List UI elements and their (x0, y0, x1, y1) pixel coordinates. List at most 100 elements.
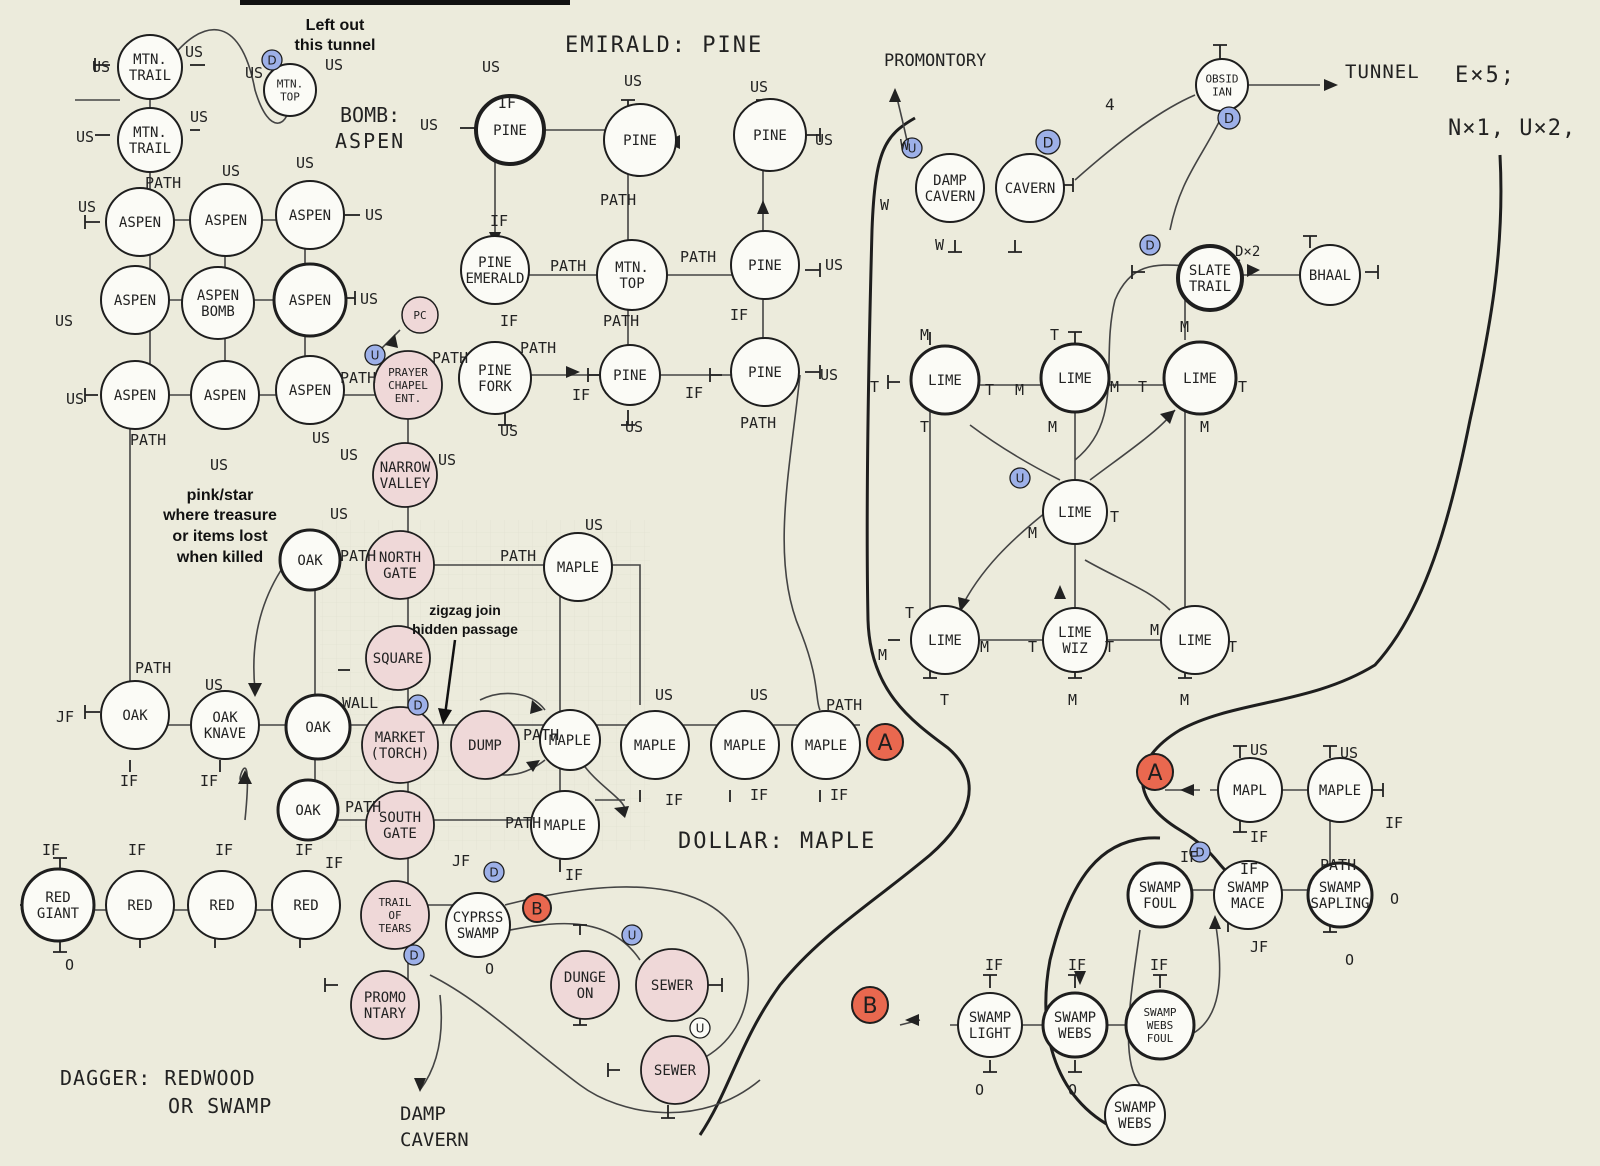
room-label: SLATE (1189, 263, 1231, 279)
exit-label: PATH (345, 798, 381, 816)
heading-emerald-pine: EMIRALD: PINE (565, 33, 763, 58)
room-aspen-a2[interactable] (189, 183, 263, 257)
room-slate-trail[interactable] (1176, 244, 1244, 312)
room-pine-5[interactable] (599, 344, 661, 406)
room-aspen-a1[interactable] (105, 187, 175, 257)
note-pink-1: pink/star (187, 487, 254, 504)
room-pine-4[interactable] (730, 230, 800, 300)
room-swamp-webs-foul[interactable] (1124, 989, 1196, 1061)
room-pine-fork[interactable] (458, 341, 532, 415)
room-label: MTN. (133, 52, 167, 68)
room-pine-6[interactable] (730, 337, 800, 407)
room-dump[interactable] (450, 710, 520, 780)
room-mtn-trail-2[interactable] (117, 107, 183, 173)
exit-label: T (905, 604, 914, 622)
room-lime-5[interactable] (1160, 605, 1230, 675)
exit-label: PATH (145, 174, 181, 192)
exit-label: US (185, 43, 203, 61)
room-dungeon[interactable] (550, 950, 620, 1020)
room-swamp-light[interactable] (957, 992, 1023, 1058)
room-narrow-valley[interactable] (372, 442, 438, 508)
room-red-3[interactable] (271, 870, 341, 940)
marker-u-damp (901, 137, 923, 159)
room-maple-low[interactable] (530, 790, 600, 860)
room-label: ASPEN (289, 383, 331, 399)
room-north-gate[interactable] (365, 530, 435, 600)
room-swamp-webs-1[interactable] (1041, 991, 1109, 1059)
room-maple-m3[interactable] (710, 710, 780, 780)
room-label: LIGHT (969, 1026, 1012, 1042)
marker-d-cavern (1035, 129, 1061, 155)
room-maple-east-2[interactable] (1307, 757, 1373, 823)
exit-label: M (1015, 381, 1024, 399)
room-maple-m1[interactable] (539, 709, 601, 771)
room-mtn-top-1[interactable] (263, 63, 317, 117)
room-aspen-b3[interactable] (272, 262, 348, 338)
room-promontory-room[interactable] (350, 970, 420, 1040)
marker-d-mtn (261, 49, 283, 71)
exit-label: IF (565, 866, 583, 884)
room-trail-of-tears[interactable] (360, 880, 430, 950)
exit-label: PATH (826, 696, 862, 714)
room-oak-4[interactable] (276, 778, 340, 842)
room-maple-top[interactable] (543, 532, 613, 602)
exit-label: IF (200, 772, 218, 790)
room-prayer-chapel[interactable] (373, 350, 443, 420)
room-bhaal[interactable] (1299, 244, 1361, 306)
room-maple-m4[interactable] (791, 710, 861, 780)
room-lime-center[interactable] (1042, 479, 1108, 545)
room-aspen-b1[interactable] (100, 265, 170, 335)
room-oak-3[interactable] (284, 693, 352, 761)
room-swamp-foul[interactable] (1126, 861, 1194, 929)
room-pine-3[interactable] (733, 98, 807, 172)
marker-letter: D (1195, 846, 1204, 860)
note-zigzag-2: hidden passage (412, 621, 518, 637)
room-oak-knave[interactable] (190, 690, 260, 760)
room-mtn-top-2[interactable] (596, 239, 668, 311)
exit-label: IF (215, 841, 233, 859)
room-market[interactable] (361, 706, 439, 784)
room-label: ASPEN (114, 293, 156, 309)
damp-cavern-2: CAVERN (400, 1129, 469, 1151)
room-pine-2[interactable] (603, 103, 677, 177)
room-mapl-east-1[interactable] (1217, 757, 1283, 823)
room-south-gate[interactable] (365, 790, 435, 860)
room-swamp-mace[interactable] (1213, 860, 1283, 930)
room-aspen-c3[interactable] (275, 355, 345, 425)
room-aspen-c1[interactable] (100, 360, 170, 430)
room-red-2[interactable] (187, 870, 257, 940)
room-lime-1[interactable] (909, 344, 981, 416)
room-lime-3[interactable] (1162, 340, 1238, 416)
room-maple-m2[interactable] (620, 710, 690, 780)
room-aspen-a3[interactable] (275, 180, 345, 250)
room-mtn-trail-1[interactable] (117, 34, 183, 100)
room-aspen-c2[interactable] (190, 360, 260, 430)
room-swamp-webs-2[interactable] (1104, 1084, 1166, 1146)
room-pine-emerald[interactable] (460, 235, 530, 305)
room-cypress-swamp[interactable] (445, 892, 511, 958)
room-lime-4[interactable] (910, 605, 980, 675)
room-cavern[interactable] (995, 153, 1065, 223)
room-label: TRAIL (129, 68, 171, 84)
room-red-giant[interactable] (20, 867, 96, 943)
room-sewer-1[interactable] (635, 948, 709, 1022)
room-aspen-bomb[interactable] (181, 266, 255, 340)
heading-dagger-1: DAGGER: REDWOOD (60, 1066, 256, 1090)
room-label: SWAMP (1054, 1010, 1096, 1026)
room-pc[interactable] (401, 296, 439, 334)
exit-label: PATH (500, 547, 536, 565)
room-damp-cavern-room[interactable] (915, 153, 985, 223)
exit-label: JF (56, 708, 74, 726)
exit-label: US (190, 108, 208, 126)
room-oak-2[interactable] (100, 680, 170, 750)
heading-promontory: PROMONTORY (884, 51, 986, 71)
room-lime-wiz[interactable] (1042, 607, 1108, 673)
room-lime-2[interactable] (1039, 342, 1111, 414)
room-sewer-2[interactable] (640, 1035, 710, 1105)
room-pine-bold[interactable] (474, 94, 546, 166)
room-swamp-sapling[interactable] (1306, 861, 1374, 929)
room-oak-1[interactable] (278, 528, 342, 592)
room-square[interactable] (365, 625, 431, 691)
room-label: PC (413, 309, 426, 322)
room-red-1[interactable] (105, 870, 175, 940)
